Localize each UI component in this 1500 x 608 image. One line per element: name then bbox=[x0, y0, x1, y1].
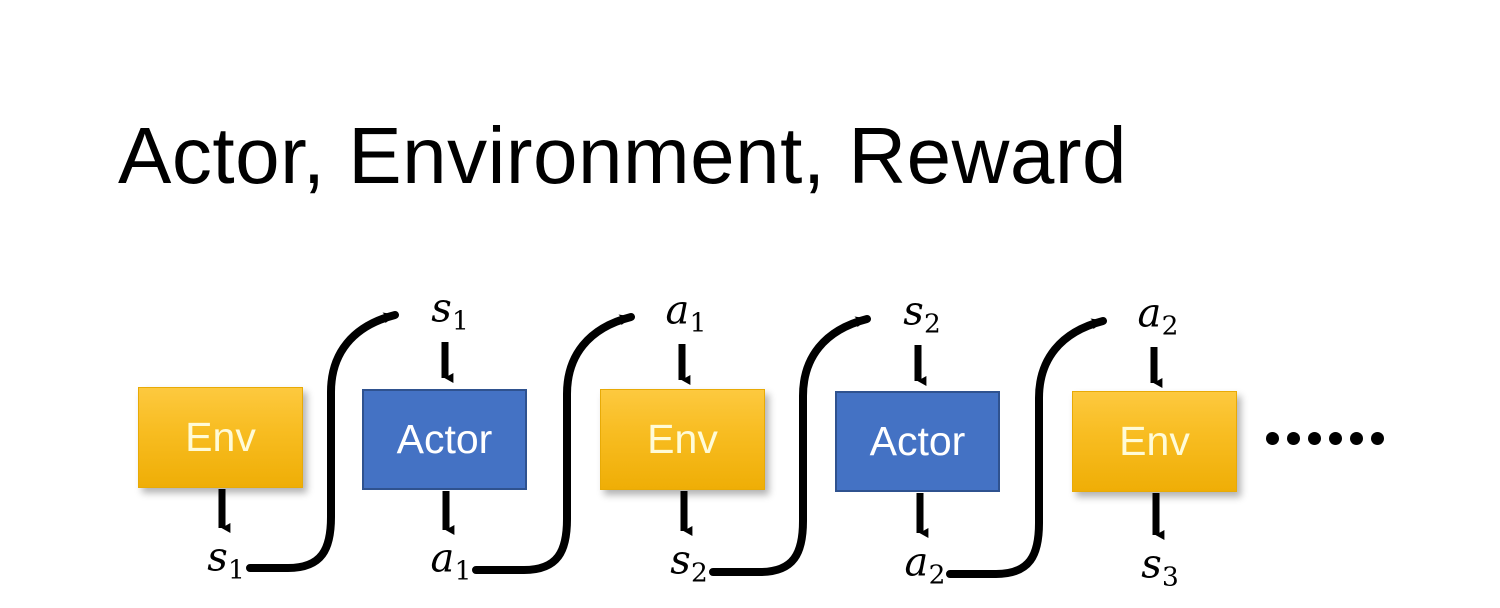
node-label: Actor bbox=[396, 416, 493, 462]
node-label: Env bbox=[647, 416, 718, 462]
subscript: 1 bbox=[227, 555, 245, 587]
subscript: 1 bbox=[451, 306, 469, 338]
ellipsis-dot-group bbox=[1266, 432, 1321, 445]
ellipsis-dot bbox=[1371, 432, 1384, 445]
label-bottom-s2: s2 bbox=[670, 541, 708, 588]
ellipsis-dot bbox=[1329, 432, 1342, 445]
label-top-a1: a1 bbox=[666, 291, 707, 338]
ellipsis-dot bbox=[1350, 432, 1363, 445]
symbol: s bbox=[670, 537, 691, 584]
subscript: 2 bbox=[690, 558, 708, 590]
label-bottom-s3: s3 bbox=[1141, 545, 1179, 592]
symbol: s bbox=[1141, 541, 1162, 588]
ellipsis-dot bbox=[1308, 432, 1321, 445]
label-top-a2: a2 bbox=[1138, 294, 1179, 341]
ellipsis-dot bbox=[1266, 432, 1279, 445]
node-actor-1[interactable]: Actor bbox=[362, 389, 527, 490]
symbol: s bbox=[207, 534, 228, 581]
node-env-1[interactable]: Env bbox=[138, 387, 303, 488]
subscript: 1 bbox=[454, 556, 472, 588]
symbol: s bbox=[903, 288, 924, 335]
node-actor-2[interactable]: Actor bbox=[835, 391, 1000, 492]
subscript: 2 bbox=[928, 560, 946, 592]
label-top-s1: s1 bbox=[431, 289, 469, 336]
label-top-s2: s2 bbox=[903, 292, 941, 339]
node-label: Actor bbox=[869, 418, 966, 464]
subscript: 2 bbox=[1161, 311, 1179, 343]
ellipsis-continuation bbox=[1266, 432, 1384, 445]
label-bottom-a2: a2 bbox=[905, 543, 946, 590]
subscript: 3 bbox=[1161, 562, 1179, 594]
label-bottom-s1: s1 bbox=[207, 538, 245, 585]
symbol: a bbox=[904, 539, 929, 586]
symbol: a bbox=[430, 535, 455, 582]
node-env-2[interactable]: Env bbox=[600, 389, 765, 490]
ellipsis-dot-group bbox=[1329, 432, 1384, 445]
symbol: a bbox=[665, 287, 690, 334]
symbol: a bbox=[1137, 290, 1162, 337]
subscript: 2 bbox=[923, 309, 941, 341]
node-label: Env bbox=[185, 414, 256, 460]
page-title: Actor, Environment, Reward bbox=[118, 111, 1127, 200]
subscript: 1 bbox=[689, 308, 707, 340]
node-label: Env bbox=[1119, 418, 1190, 464]
node-env-3[interactable]: Env bbox=[1072, 391, 1237, 492]
label-bottom-a1: a1 bbox=[431, 539, 472, 586]
symbol: s bbox=[431, 285, 452, 332]
ellipsis-dot bbox=[1287, 432, 1300, 445]
